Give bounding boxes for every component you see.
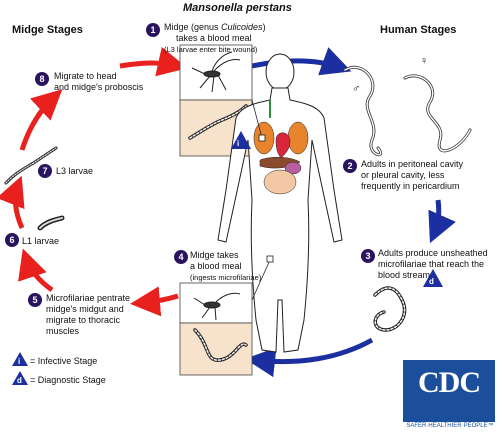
- step-7-text: L3 larvae: [56, 166, 94, 176]
- heart: [275, 132, 291, 159]
- cdc-logo: CDC: [403, 360, 495, 422]
- lung-right: [287, 121, 309, 155]
- legend-infective-triangle: [12, 352, 28, 366]
- step-badge-7: 7: [38, 164, 52, 178]
- cdc-logo-text: CDC: [418, 366, 481, 399]
- step-badge-4: 4: [174, 250, 188, 264]
- step-badge-2: 2: [343, 159, 357, 173]
- legend-diagnostic-icon: d: [17, 376, 22, 385]
- male-icon: ♂: [352, 83, 361, 95]
- step-5-text: Microfilariae pentrate midge's midgut an…: [46, 293, 131, 336]
- arrow-7-to-8: [19, 89, 63, 151]
- arrow-4-to-5: [130, 286, 179, 317]
- human-figure: [217, 53, 343, 353]
- step-4-text: Midge takes a blood meal (ingests microf…: [190, 250, 262, 282]
- diagram-title: Mansonella perstans: [183, 2, 292, 14]
- midge-insect-4: [193, 292, 241, 321]
- arrow-1-to-2: [251, 47, 352, 76]
- stomach: [284, 161, 302, 175]
- legend-infective-icon: i: [18, 357, 21, 366]
- step-badge-1: 1: [146, 23, 160, 37]
- worm-panel-4: [179, 322, 253, 376]
- human-stages-header: Human Stages: [380, 24, 457, 36]
- arrow-5-to-6: [18, 248, 54, 293]
- step-badge-6: 6: [5, 233, 19, 247]
- infective-triangle-1: [231, 131, 251, 149]
- cdc-tagline: SAFER·HEALTHIER·PEOPLE™: [406, 423, 494, 429]
- step-badge-5: 5: [28, 293, 42, 307]
- step-2-text: Adults in peritoneal cavity or pleural c…: [361, 159, 464, 191]
- arrow-3-to-4: [245, 337, 374, 378]
- arrow-6-to-7: [0, 175, 25, 230]
- diagnostic-icon: d: [429, 277, 434, 286]
- step-badge-3: 3: [361, 249, 375, 263]
- microfilaria-3: [373, 286, 407, 332]
- step-badge-8: 8: [35, 72, 49, 86]
- midge-stages-header: Midge Stages: [12, 24, 83, 36]
- step-1-text: Midge (genus Culicoides) takes a blood m…: [164, 22, 266, 54]
- legend-infective: = Infective Stage: [30, 356, 98, 366]
- step-6-text: L1 larvae: [22, 236, 60, 246]
- midge-insect-1: [191, 51, 241, 93]
- female-icon: ♀: [420, 55, 429, 67]
- adult-worms: [343, 65, 472, 157]
- infective-icon: i: [237, 139, 240, 148]
- legend-diagnostic-triangle: [12, 371, 28, 385]
- intestines: [263, 169, 297, 195]
- arrow-2-to-3: [428, 199, 456, 244]
- arrow-8-to-1: [119, 47, 188, 77]
- diagnostic-triangle-3: [423, 269, 443, 287]
- step-8-text: Migrate to head and midge's proboscis: [54, 71, 144, 92]
- legend-diagnostic: = Diagnostic Stage: [30, 375, 106, 385]
- step-3-text: Adults produce unsheathed microfilariae …: [378, 248, 488, 280]
